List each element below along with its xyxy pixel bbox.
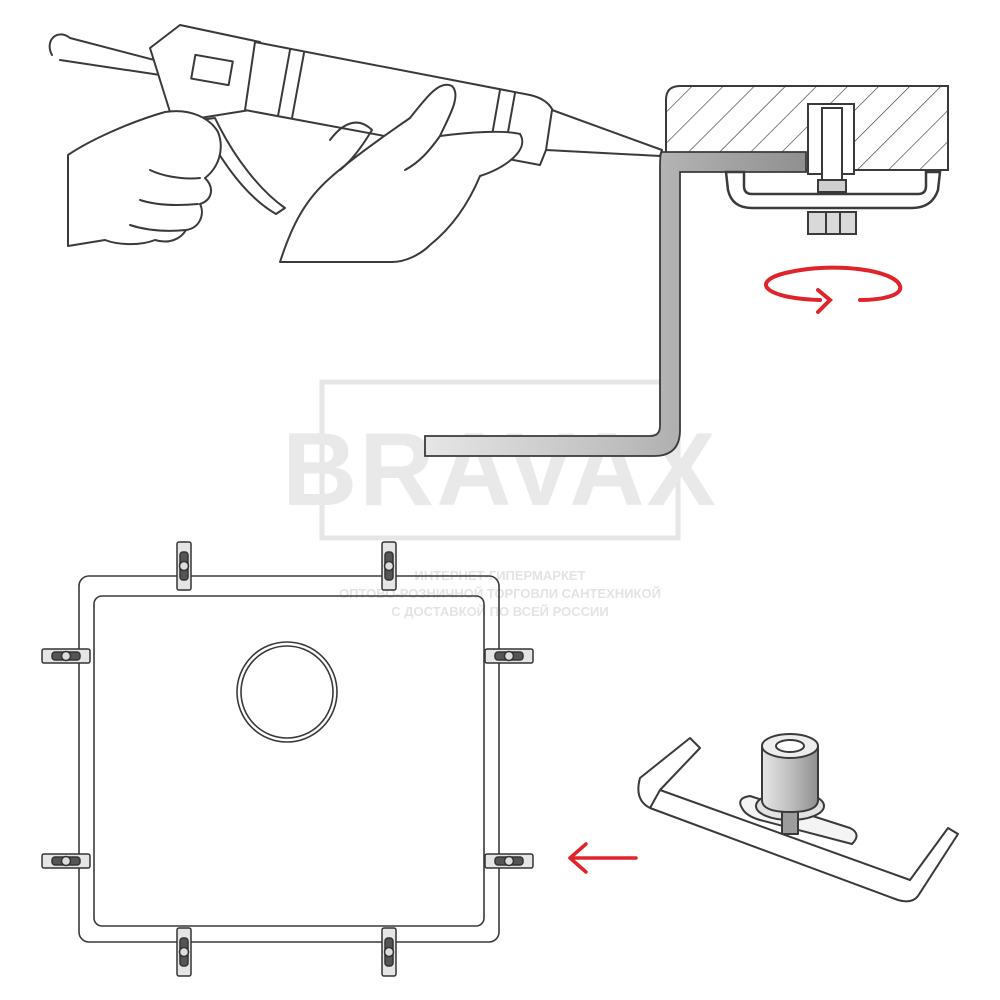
gun-frame-window	[190, 53, 234, 87]
sink-outer-rim	[78, 575, 500, 943]
clip-top-left	[176, 541, 192, 591]
clip-bottom-right	[381, 927, 397, 977]
sink-drain-outer	[236, 641, 338, 743]
sink-inner-bowl	[93, 595, 485, 927]
sink-clips	[41, 541, 534, 977]
clip-top-right	[381, 541, 397, 591]
sink-wall-profile	[424, 151, 807, 457]
arrow-left-icon	[568, 842, 638, 874]
watermark: BRAVAX ИНТЕРНЕТ-ГИПЕРМАРКЕТ ОПТОВО-РОЗНИ…	[282, 379, 718, 619]
clip-left-bottom	[41, 853, 91, 869]
sink-drain-inner	[240, 645, 334, 739]
clip-bottom-left	[176, 927, 192, 977]
caulk-nozzle	[545, 109, 663, 157]
watermark-brand: BRAVAX	[282, 412, 718, 528]
clip-detail-illustration	[637, 733, 959, 903]
clip-left-top	[41, 648, 91, 664]
clip-right-top	[484, 648, 534, 664]
sink-top-view	[78, 575, 500, 943]
rotate-clockwise-arrow-icon	[764, 265, 903, 314]
left-hand	[67, 110, 222, 247]
clip-bolt-washer	[817, 179, 847, 193]
watermark-line-3: С ДОСТАВКОЙ ПО ВСЕЙ РОССИИ	[391, 604, 608, 619]
watermark-line-1: ИНТЕРНЕТ-ГИПЕРМАРКЕТ	[414, 568, 585, 583]
watermark-frame	[319, 379, 681, 541]
clip-bolt	[821, 107, 843, 181]
watermark-line-2: ОПТОВО-РОЗНИЧНОЙ ТОРГОВЛИ САНТЕХНИКОЙ	[339, 586, 661, 601]
countertop-section	[424, 85, 949, 457]
gun-plunger-rod	[48, 33, 186, 69]
clip-nut	[807, 211, 857, 235]
clip-detail-plate	[637, 737, 959, 903]
clip-right-bottom	[484, 853, 534, 869]
mounting-clip	[724, 170, 942, 210]
clip-detail-barrel-nut	[761, 745, 819, 813]
caulking-gun-illustration	[48, 24, 663, 263]
